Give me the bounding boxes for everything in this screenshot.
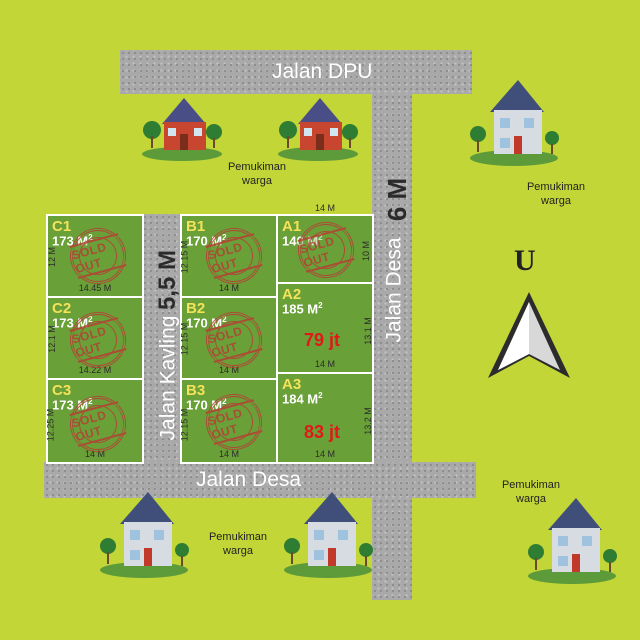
price-label: 79 jt (304, 330, 341, 350)
plot-id: A2 (282, 286, 302, 303)
plot-side: 12.15 M (179, 322, 190, 356)
road-jalan-dpu (120, 50, 472, 94)
plot-width: 14.22 M (78, 365, 112, 375)
plot-a1[interactable]: A1 140 M2 10 M SOLD OUT (276, 214, 374, 285)
plot-id: B3 (186, 382, 206, 399)
settlement-label: Pemukiman warga (208, 531, 268, 557)
plot-area: 184 M2 (282, 391, 323, 407)
plot-id: B2 (186, 300, 206, 317)
road-jalan-kavling (142, 214, 182, 464)
label-jalan-kavling: Jalan Kavling (156, 315, 180, 441)
plot-side: 12.1 M (46, 325, 57, 353)
plot-side: 13.1 M (362, 317, 373, 345)
plot-width: 14 M (314, 449, 335, 459)
sold-out-stamp: SOLD OUT (291, 215, 361, 285)
sold-out-stamp: SOLD OUT (199, 221, 269, 291)
label-jalan-desa-bottom: Jalan Desa (196, 468, 302, 491)
red-house-icon (142, 98, 222, 161)
plot-id: C3 (52, 382, 72, 399)
plot-c1[interactable]: C1 173 M2 14.45 M 12 M SOLD OUT (46, 214, 144, 298)
road-jalan-desa-lower-branch (372, 498, 412, 600)
plot-a1-top-dim: 14 M (314, 203, 335, 213)
plot-side: 13.2 M (362, 407, 373, 435)
label-jalan-kavling-width: 5,5 M (154, 249, 182, 311)
plot-width: 14.45 M (78, 283, 112, 293)
plot-side: 12.15 M (179, 240, 190, 274)
plot-id: C2 (52, 300, 72, 317)
plot-width: 14 M (218, 283, 239, 293)
plot-a2[interactable]: A2 185 M2 79 jt 14 M 13.1 M (276, 282, 374, 374)
plot-b2[interactable]: B2 170 M2 14 M 12.15 M SOLD OUT (179, 296, 278, 380)
north-arrow-icon (488, 292, 570, 378)
plot-width: 14 M (218, 449, 239, 459)
plot-side: 10 M (361, 240, 372, 262)
plot-side: 12 M (47, 246, 58, 268)
label-jalan-desa-right-width: 6 M (382, 177, 413, 222)
house-icon (284, 492, 373, 578)
red-house-icon (278, 98, 358, 161)
plot-b3[interactable]: B3 170 M2 14 M 12.15 M SOLD OUT (179, 378, 278, 464)
plot-c3[interactable]: C3 173 M2 14 M 12.25 M SOLD OUT (45, 378, 144, 464)
plot-width: 14 M (218, 365, 239, 375)
plot-side: 12.15 M (179, 408, 190, 442)
plot-id: A3 (282, 376, 302, 393)
price-label: 83 jt (304, 422, 341, 442)
plot-area: 185 M2 (282, 301, 323, 317)
label-jalan-desa-right: Jalan Desa (382, 237, 406, 343)
plot-a3[interactable]: A3 184 M2 83 jt 14 M 13.2 M (276, 372, 374, 464)
plot-id: C1 (52, 218, 72, 235)
compass-north-label: U (514, 244, 536, 277)
road-jalan-desa-vertical (372, 94, 412, 474)
plot-width: 14 M (314, 359, 335, 369)
label-jalan-dpu: Jalan DPU (272, 60, 373, 83)
settlement-label: Pemukiman warga (501, 479, 561, 505)
settlement-label: Pemukiman warga (227, 161, 287, 187)
sold-out-stamp: SOLD OUT (63, 221, 133, 291)
road-jalan-desa-horizontal (44, 462, 476, 498)
plot-id: A1 (282, 218, 302, 235)
plot-id: B1 (186, 218, 206, 235)
house-icon (528, 498, 617, 584)
plot-width: 14 M (84, 449, 105, 459)
plot-c2[interactable]: C2 173 M2 14.22 M 12.1 M SOLD OUT (46, 296, 144, 380)
plot-side: 12.25 M (45, 408, 56, 442)
house-icon (470, 80, 559, 166)
settlement-label: Pemukiman warga (526, 181, 586, 207)
plot-b1[interactable]: B1 170 M2 14 M 12.15 M SOLD OUT (179, 214, 278, 298)
house-icon (100, 492, 189, 578)
